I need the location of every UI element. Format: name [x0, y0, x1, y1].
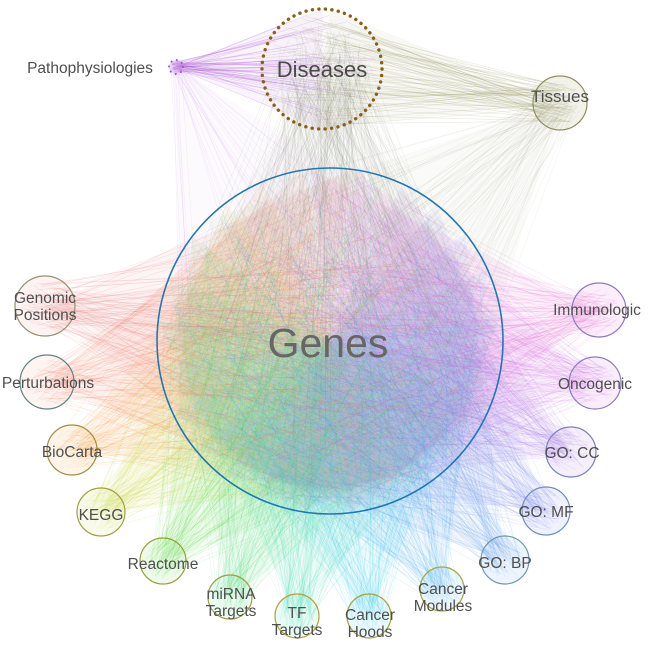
edge-glow-oncogenic-genes [302, 170, 595, 512]
edge-bundle-cancer_hoods-genes [169, 176, 495, 633]
edge-glow-tissues-genes [205, 103, 560, 462]
node-mirna_targets[interactable] [207, 574, 253, 620]
edge-glow-go_cc-genes [257, 183, 571, 499]
edge-glow-reactome-genes [163, 236, 468, 561]
node-perturbations[interactable] [19, 354, 75, 410]
node-label-go_bp: GO: BP [478, 555, 531, 572]
node-label-biocarta: BioCarta [42, 444, 103, 461]
edge-bundle-diseases-genes [163, 22, 494, 506]
edge-bundle-pathophysiologies-diseases [171, 14, 377, 120]
node-label-go_mf: GO: MF [518, 504, 573, 521]
node-label-immunologic: Immunologic [553, 302, 641, 319]
node-tf_targets[interactable] [274, 593, 320, 639]
node-biocarta[interactable] [46, 424, 98, 476]
edge-glow-tf_targets-genes [158, 320, 502, 616]
edge-glow-cancer_modules-genes [172, 269, 488, 589]
node-tissues[interactable] [532, 75, 588, 131]
edge-glow-go_bp-genes [194, 233, 506, 560]
node-label-perturbations: Perturbations [2, 375, 94, 392]
edge-glow-mirna_targets-genes [168, 278, 492, 597]
edge-glow-cancer_hoods-genes [158, 316, 502, 616]
edge-glow-layer [45, 9, 599, 616]
edge-bundle-go_bp-genes [163, 176, 524, 578]
edge-bundle-reactome-genes [144, 182, 497, 580]
node-kegg[interactable] [76, 487, 126, 537]
node-go_mf[interactable] [521, 486, 571, 536]
node-diseases[interactable] [260, 7, 384, 131]
edge-bundle-biocarta-genes [53, 193, 479, 508]
node-cancer_hoods[interactable] [346, 593, 392, 639]
node-genomic_positions[interactable] [14, 275, 76, 337]
node-label-go_cc: GO: CC [544, 445, 599, 462]
edge-bundle-tf_targets-genes [187, 194, 494, 634]
node-label-kegg: KEGG [79, 507, 124, 524]
edge-bundle-go_cc-genes [165, 178, 590, 501]
edge-line-layer [22, 14, 621, 634]
node-pathophysiologies[interactable] [168, 59, 184, 75]
edge-bundle-immunologic-genes [164, 181, 621, 502]
node-label-oncogenic: Oncogenic [558, 376, 632, 393]
node-label-pathophysiologies: Pathophysiologies [27, 60, 153, 77]
edge-bundle-go_mf-genes [183, 186, 565, 530]
edge-glow-immunologic-genes [310, 169, 599, 513]
edge-glow-perturbations-genes [47, 169, 355, 513]
edge-glow-genomic_positions-genes [45, 169, 352, 513]
edge-bundle-cancer_modules-genes [185, 179, 489, 607]
node-label-genes: Genes [268, 320, 389, 366]
node-immunologic[interactable] [571, 282, 627, 338]
node-go_cc[interactable] [545, 426, 597, 478]
node-label-diseases: Diseases [277, 57, 367, 82]
edge-bundle-perturbations-genes [29, 177, 478, 505]
edge-bundle-oncogenic-genes [176, 187, 616, 504]
node-go_bp[interactable] [480, 535, 530, 585]
node-reactome[interactable] [139, 537, 187, 585]
edge-glow-pathophysiologies-diseases [176, 9, 323, 129]
node-label-reactome: Reactome [128, 556, 199, 573]
edge-bundle-tissues-genes [183, 83, 580, 484]
node-genes[interactable] [156, 167, 504, 515]
node-oncogenic[interactable] [568, 356, 622, 410]
edge-glow-biocarta-genes [72, 181, 398, 501]
edge-bundle-pathophysiologies-genes [170, 61, 487, 463]
node-cancer_modules[interactable] [419, 566, 465, 612]
edge-glow-go_mf-genes [223, 205, 546, 512]
edge-bundle-mirna_targets-genes [165, 188, 494, 614]
edge-bundle-tissues-diseases [270, 16, 577, 127]
node-label-tissues: Tissues [531, 87, 589, 106]
